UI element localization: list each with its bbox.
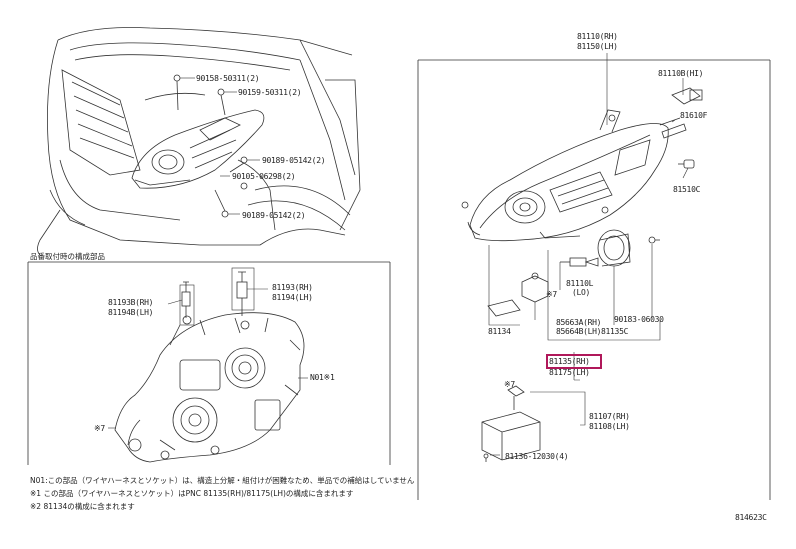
label-81193b[interactable]: 81193B(RH) (108, 298, 154, 307)
label-81150[interactable]: 81150(LH) (577, 42, 618, 51)
label-90158[interactable]: 90158-50311(2) (196, 74, 260, 83)
inset-headlamp-back-drawing (114, 312, 305, 463)
label-note7-right: ※7 (546, 290, 557, 299)
footnote-n01: N01:この部品（ワイヤハーネスとソケット）は、構造上分解・組付けが困難なため、… (30, 476, 415, 485)
label-81110b[interactable]: 81110B(HI) (658, 69, 704, 78)
right-frame (417, 59, 771, 500)
label-90189-b[interactable]: 90189-05142(2) (242, 211, 306, 220)
label-81135c[interactable]: 81135C (601, 327, 629, 336)
socket-85663a (521, 272, 549, 303)
bulb-81110l (560, 257, 599, 267)
label-note7-ecu: ※7 (504, 380, 515, 389)
footnote-2: ※2 81134の構成に含まれます (30, 502, 135, 511)
label-note7-inset: ※7 (94, 424, 105, 433)
label-81175[interactable]: 81175(LH) (549, 368, 590, 377)
screw-90183 (648, 236, 660, 244)
label-81510c[interactable]: 81510C (673, 185, 701, 194)
vehicle-leader-lines (180, 77, 260, 215)
label-81135[interactable]: 81135(RH) (549, 357, 590, 366)
figure-code: 814623C (735, 513, 767, 522)
label-n01[interactable]: N01※1 (310, 373, 335, 382)
label-81107[interactable]: 81107(RH) (589, 412, 630, 421)
bulb-81610f (659, 117, 687, 139)
label-90159[interactable]: 90159-50311(2) (238, 88, 302, 97)
label-81193[interactable]: 81193(RH) (272, 283, 313, 292)
highlight-box-81135[interactable] (546, 354, 602, 369)
bulb-81510c (678, 159, 695, 169)
inset-socket-parts (179, 267, 255, 326)
label-81610f[interactable]: 81610F (680, 111, 708, 120)
right-headlamp-drawing (461, 109, 669, 242)
label-90189-a[interactable]: 90189-05142(2) (262, 156, 326, 165)
inset-leader-lines (108, 288, 308, 429)
footnote-1: ※1 この部品（ワイヤハーネスとソケット）はPNC 81135(RH)/8117… (30, 489, 354, 498)
label-81110[interactable]: 81110(RH) (577, 32, 618, 41)
label-81134[interactable]: 81134 (488, 327, 511, 336)
label-85664b[interactable]: 85664B(LH) (556, 327, 602, 336)
label-90183[interactable]: 90183-06030 (614, 315, 664, 324)
label-85663a[interactable]: 85663A(RH) (556, 318, 602, 327)
label-90105[interactable]: 90105-06298(2) (232, 172, 296, 181)
connector-81110b (671, 87, 703, 105)
vehicle-front-drawing (37, 27, 361, 256)
label-81108[interactable]: 81108(LH) (589, 422, 630, 431)
label-81194[interactable]: 81194(LH) (272, 293, 313, 302)
label-81110l-lo: (LO) (572, 288, 591, 297)
ecu-81107 (481, 385, 541, 462)
label-81110l[interactable]: 81110L (566, 279, 594, 288)
cap-81135c (597, 229, 631, 267)
inset-title: 品番取付時の構成部品 (30, 252, 105, 261)
label-81136[interactable]: 81136-12030(4) (505, 452, 569, 461)
label-81194b[interactable]: 81194B(LH) (108, 308, 154, 317)
inset-frame (27, 261, 391, 465)
right-leader-lines (488, 78, 689, 456)
cover-81134 (487, 299, 521, 317)
